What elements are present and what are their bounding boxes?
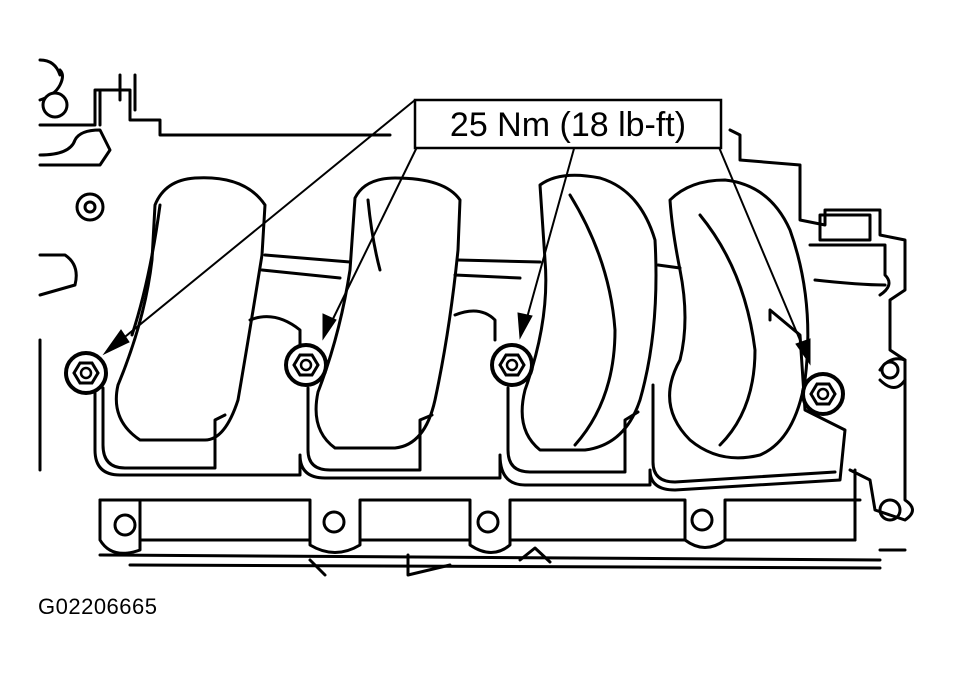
runner-1	[114, 176, 267, 442]
runner-4	[668, 178, 810, 460]
leader-line-4	[717, 144, 806, 353]
runner-3	[520, 173, 658, 452]
runner-2	[314, 176, 462, 450]
arrowhead-3	[517, 312, 533, 340]
nut-1	[64, 351, 108, 395]
arrowhead-4	[795, 338, 811, 366]
arrowhead-2	[322, 313, 337, 341]
torque-label: 25 Nm (18 lb-ft)	[450, 106, 686, 144]
nut-2	[284, 343, 328, 387]
lower-flange	[98, 498, 862, 554]
figure-id: G02206665	[38, 594, 158, 619]
nut-4	[801, 372, 845, 416]
leader-line-1	[114, 99, 416, 346]
torque-callout: 25 Nm (18 lb-ft)	[413, 98, 723, 150]
torque-nuts	[64, 343, 845, 416]
arrowhead-1	[102, 329, 130, 356]
leader-line-3	[524, 144, 576, 326]
manifold-flange	[93, 308, 847, 492]
nut-3	[490, 343, 534, 387]
leader-line-2	[329, 144, 419, 326]
cylinder-head-outline	[38, 88, 907, 472]
